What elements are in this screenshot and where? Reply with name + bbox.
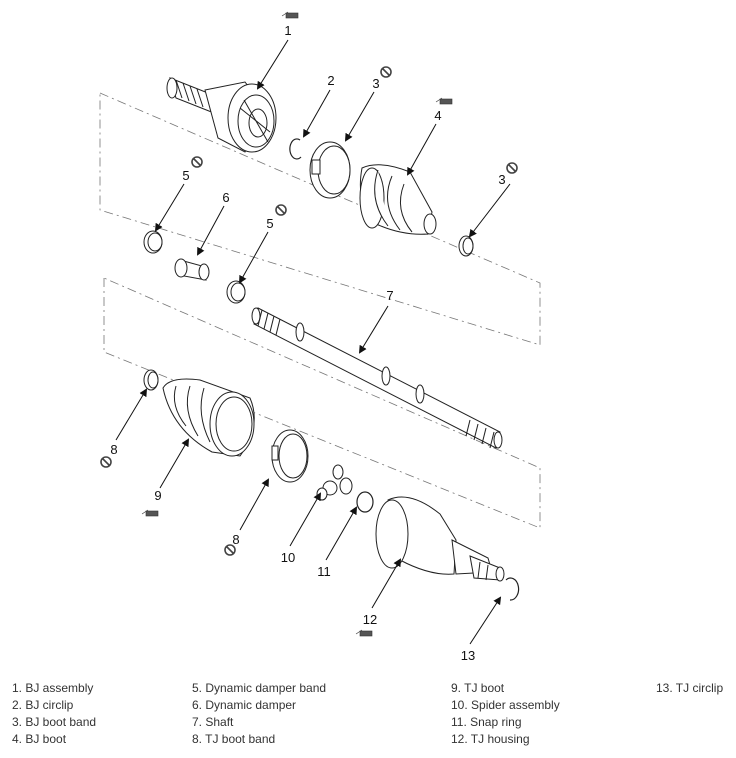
- exploded-view-diagram: 1 2 3 4 5 6 3 5 7 8 9 8 10 11 12 13: [99, 11, 541, 663]
- grease-icons: [141, 11, 453, 637]
- callout-5-right: 5: [266, 216, 273, 231]
- legend-item: 11. Snap ring: [451, 715, 522, 729]
- legend-column-1: 1. BJ assembly 2. BJ circlip 3. BJ boot …: [12, 680, 96, 748]
- legend-column-2: 5. Dynamic damper band 6. Dynamic damper…: [192, 680, 326, 748]
- tj-boot-band-small: [143, 369, 159, 391]
- parts-legend: 1. BJ assembly 2. BJ circlip 3. BJ boot …: [0, 680, 736, 758]
- legend-item: 9. TJ boot: [451, 681, 505, 695]
- legend-item: 3. BJ boot band: [12, 715, 97, 729]
- callout-6: 6: [222, 190, 229, 205]
- callout-8-upper: 8: [110, 442, 117, 457]
- dynamic-damper-band-right: [226, 280, 246, 304]
- grease-icon: [355, 629, 373, 637]
- do-not-reuse-icon: [100, 456, 112, 468]
- callout-5-left: 5: [182, 168, 189, 183]
- callout-2: 2: [327, 73, 334, 88]
- legend-item: 12. TJ housing: [451, 732, 530, 746]
- bj-circlip: [289, 138, 302, 160]
- callout-9: 9: [154, 488, 161, 503]
- do-not-reuse-icon: [380, 66, 392, 78]
- callout-1: 1: [284, 23, 291, 38]
- shaft: [251, 307, 503, 449]
- do-not-reuse-icons: [100, 66, 518, 556]
- callout-4: 4: [434, 108, 441, 123]
- do-not-reuse-icon: [275, 204, 287, 216]
- legend-item: 1. BJ assembly: [12, 681, 94, 695]
- legend-column-3: 9. TJ boot 10. Spider assembly 11. Snap …: [451, 680, 560, 748]
- do-not-reuse-icon: [224, 544, 236, 556]
- tj-boot: [162, 378, 255, 457]
- bj-boot: [359, 164, 437, 235]
- grease-icon: [435, 97, 453, 105]
- snap-ring: [356, 491, 374, 513]
- dynamic-damper: [174, 258, 210, 281]
- do-not-reuse-icon: [506, 162, 518, 174]
- callout-7: 7: [386, 288, 393, 303]
- tj-housing: [375, 496, 505, 582]
- legend-item: 4. BJ boot: [12, 732, 67, 746]
- grease-icon: [281, 11, 299, 19]
- upper-group-outline: [99, 92, 541, 346]
- tj-boot-band-large: [271, 429, 309, 483]
- legend-column-4: 13. TJ circlip: [656, 680, 723, 697]
- callout-10: 10: [281, 550, 295, 565]
- lower-group-outline: [103, 277, 541, 529]
- callout-8-lower: 8: [232, 532, 239, 547]
- callout-3-lower: 3: [498, 172, 505, 187]
- bj-assembly: [166, 77, 277, 153]
- bj-boot-band-large: [309, 141, 351, 199]
- bj-boot-band-small: [458, 235, 474, 257]
- callout-3-upper: 3: [372, 76, 379, 91]
- legend-item: 8. TJ boot band: [192, 732, 276, 746]
- callout-11: 11: [317, 564, 331, 579]
- grease-icon: [141, 509, 159, 517]
- legend-item: 10. Spider assembly: [451, 698, 560, 712]
- callout-13: 13: [461, 648, 475, 663]
- legend-item: 5. Dynamic damper band: [192, 681, 327, 695]
- spider-assembly: [316, 464, 353, 501]
- legend-item: 6. Dynamic damper: [192, 698, 297, 712]
- dynamic-damper-band-left: [143, 230, 163, 254]
- leader-arrows: [115, 39, 511, 645]
- legend-item: 7. Shaft: [192, 715, 234, 729]
- legend-item: 2. BJ circlip: [12, 698, 74, 712]
- callout-12: 12: [363, 612, 377, 627]
- do-not-reuse-icon: [191, 156, 203, 168]
- legend-item: 13. TJ circlip: [656, 681, 724, 695]
- tj-circlip: [505, 577, 520, 601]
